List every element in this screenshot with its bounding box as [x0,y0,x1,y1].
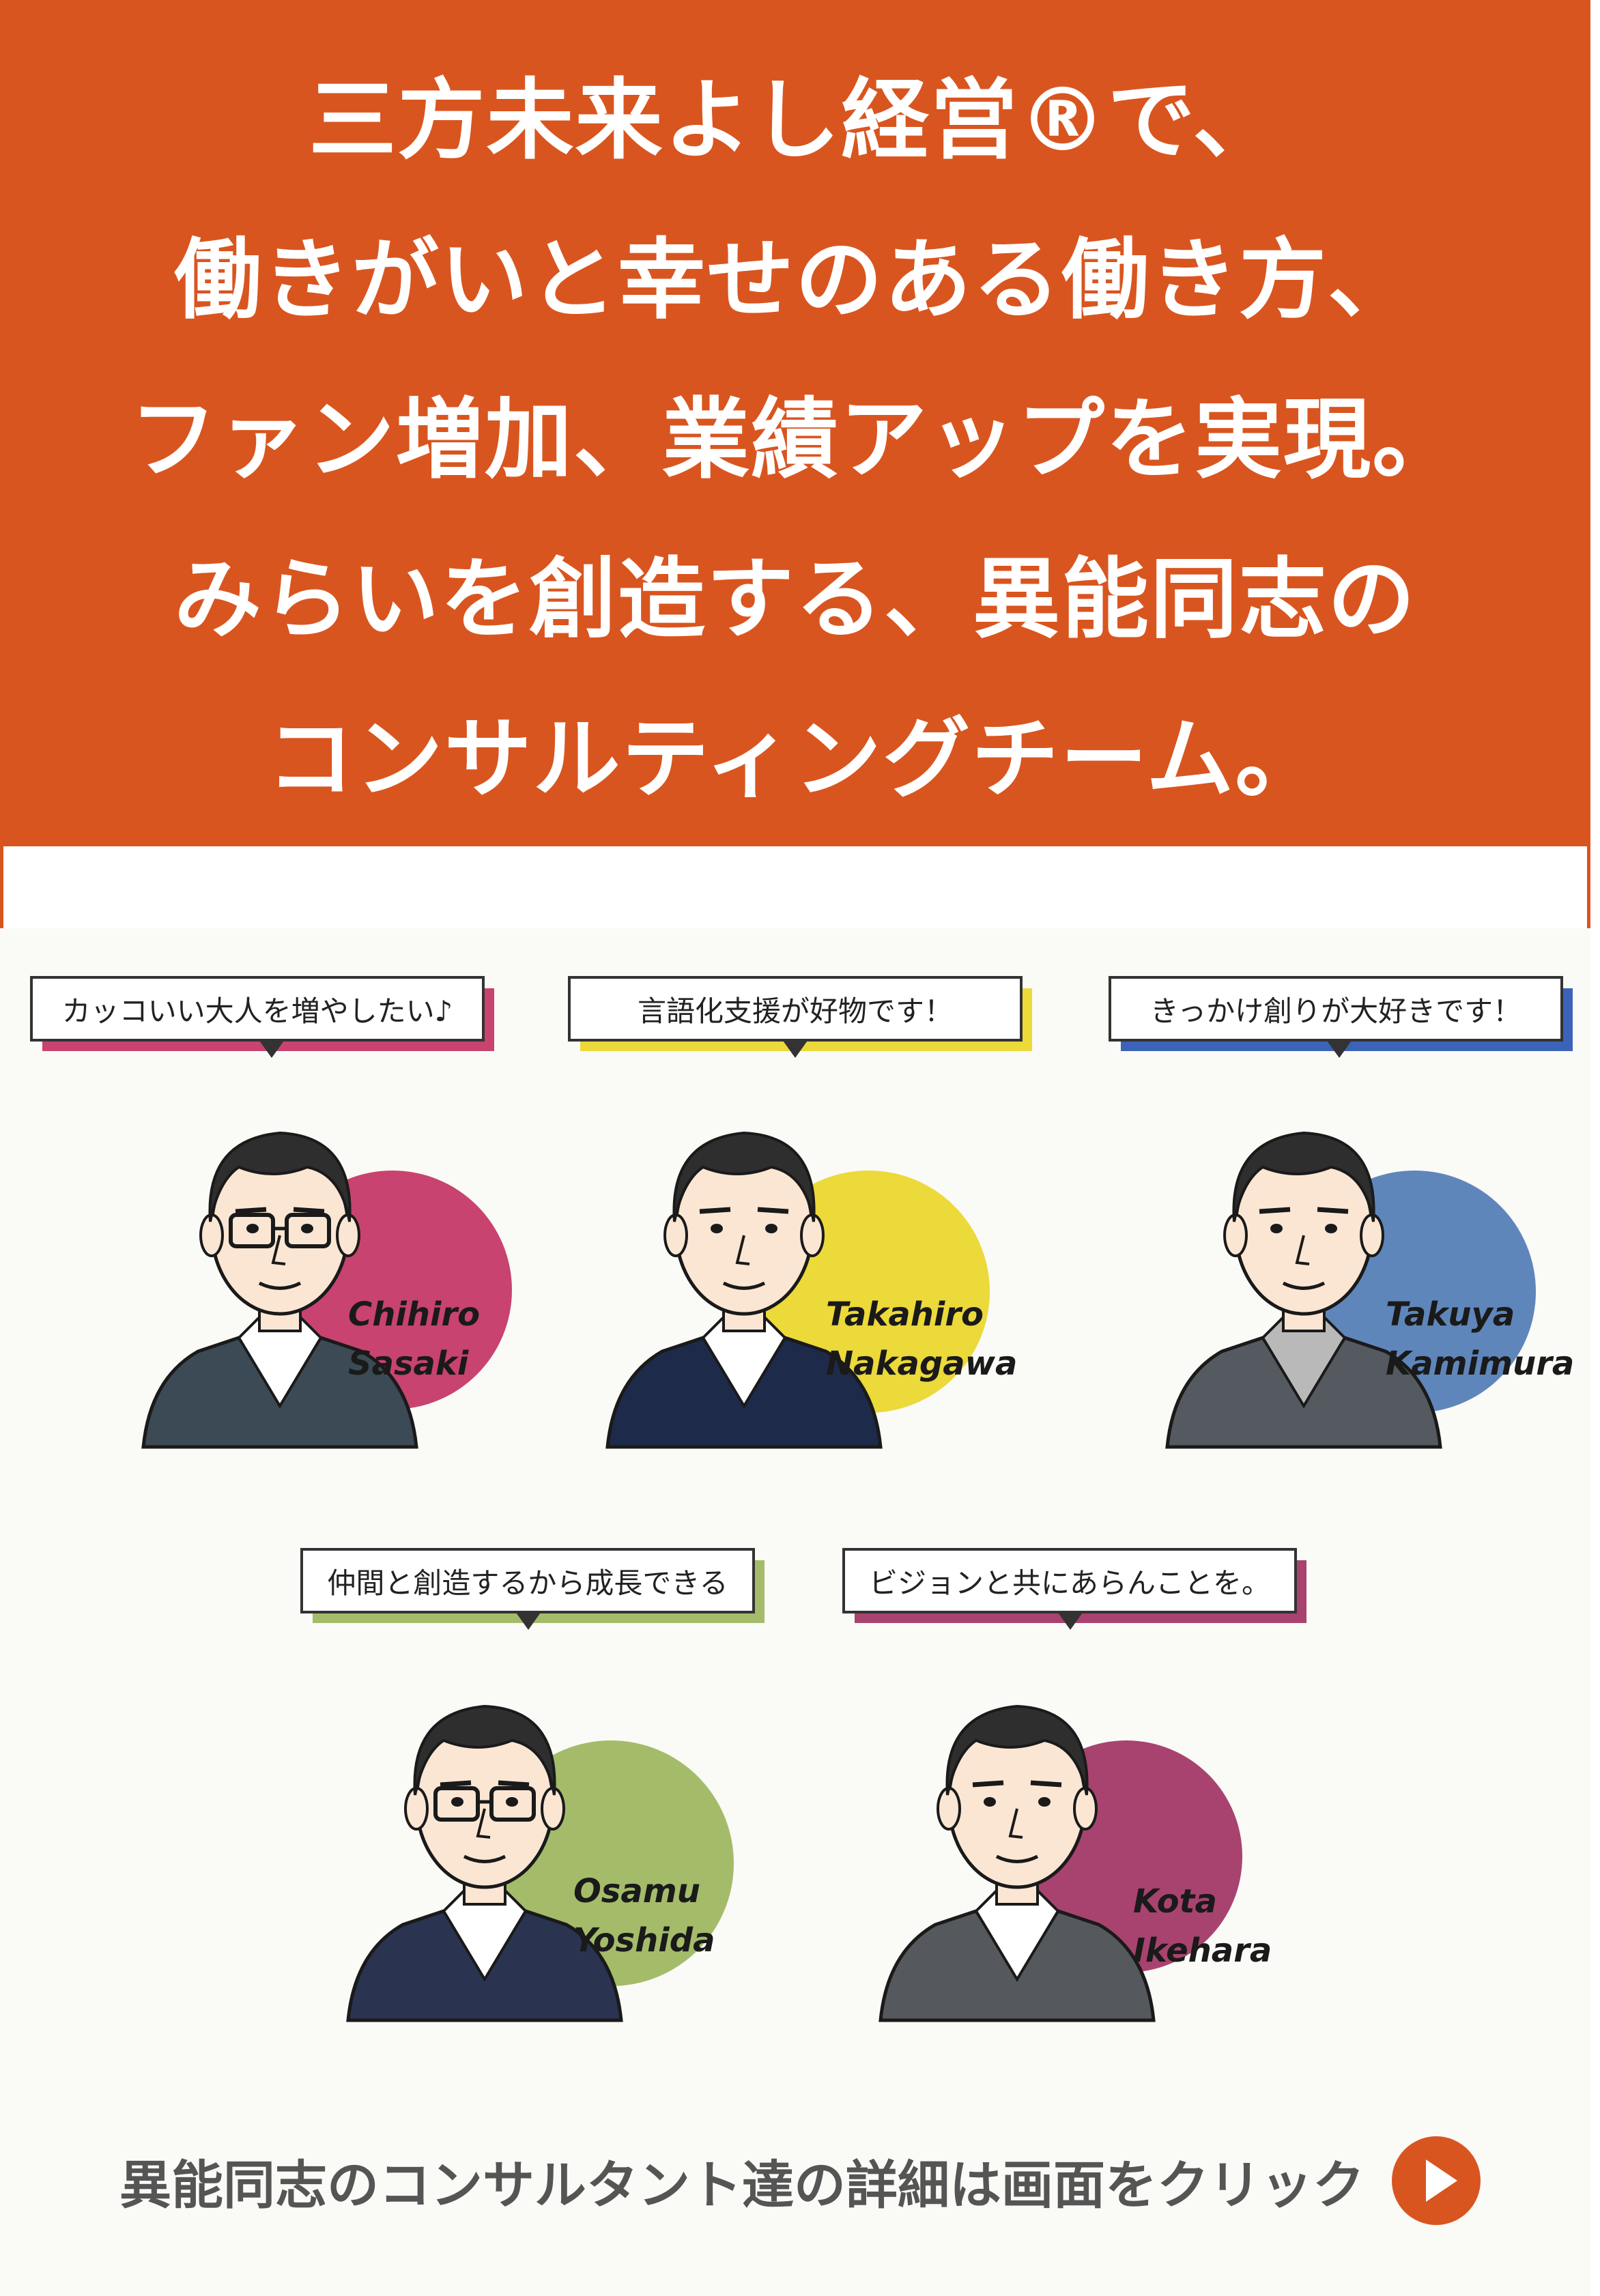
bubble-tail-2 [782,1039,809,1058]
headline-line-2: 働きがいと幸せのある働き方、 [173,229,1416,331]
headline-line-3: ファン増加、業績アップを実現。 [129,389,1461,491]
member-name: Osamu Yoshida [573,1867,715,1965]
member-card-2[interactable]: Takahiro Nakagawa [601,1092,1078,1474]
quote-text-4: 仲間と創造するから成長できる [300,1548,765,1623]
member-name: Chihiro Sasaki [348,1290,480,1388]
member-name: Kota Ikehara [1133,1877,1272,1975]
bubble-tail-1 [258,1039,285,1058]
member-last-name: Ikehara [1133,1932,1272,1970]
headline-line-1: 三方未来よし経営®で、 [309,70,1282,171]
headline-line-4: みらいを創造する、異能同志の [173,549,1416,650]
header-edge-left [0,846,3,928]
member-card-5[interactable]: Kota Ikehara [874,1665,1352,2048]
quote-text-1: カッコいい大人を増やしたい♪ [30,976,494,1051]
member-card-1[interactable]: Chihiro Sasaki [137,1092,614,1474]
quote-text-3: きっかけ創りが大好きです！ [1109,976,1573,1051]
person-illustration [141,1131,418,1449]
cta-row[interactable]: 異能同志のコンサルタント達の詳細は画面をクリック [0,2136,1600,2225]
quote-text-2: 言語化支援が好物です！ [568,976,1032,1051]
headline: 三方未来よし経営®で、 働きがいと幸せのある働き方、 ファン増加、業績アップを実… [0,41,1590,840]
member-last-name: Yoshida [573,1921,715,1960]
member-first-name: Chihiro [348,1295,481,1334]
person-illustration [1165,1131,1442,1449]
person-illustration [346,1704,623,2022]
bubble-tail-4 [515,1611,542,1630]
quote-text-5: ビジョンと共にあらんことを。 [842,1548,1306,1623]
cta-label[interactable]: 異能同志のコンサルタント達の詳細は画面をクリック [119,2155,1365,2215]
header-edge-right [1587,846,1590,928]
bubble-tail-3 [1326,1039,1353,1058]
member-last-name: Nakagawa [826,1345,1018,1383]
member-name: Takuya Kamimura [1386,1290,1574,1388]
member-card-4[interactable]: Osamu Yoshida [341,1665,819,2048]
member-first-name: Takuya [1386,1295,1515,1334]
member-name: Takahiro Nakagawa [826,1290,1017,1388]
member-last-name: Kamimura [1386,1345,1575,1383]
headline-line-5: コンサルティングチーム。 [266,708,1324,810]
person-illustration [878,1704,1156,2022]
member-first-name: Takahiro [826,1295,984,1334]
bubble-tail-5 [1057,1611,1084,1630]
member-first-name: Osamu [573,1872,700,1910]
member-last-name: Sasaki [348,1345,469,1383]
play-icon[interactable] [1392,2136,1481,2225]
person-illustration [605,1131,883,1449]
member-card-3[interactable]: Takuya Kamimura [1160,1092,1600,1474]
member-first-name: Kota [1133,1882,1217,1921]
header-banner: 三方未来よし経営®で、 働きがいと幸せのある働き方、 ファン増加、業績アップを実… [0,0,1590,846]
